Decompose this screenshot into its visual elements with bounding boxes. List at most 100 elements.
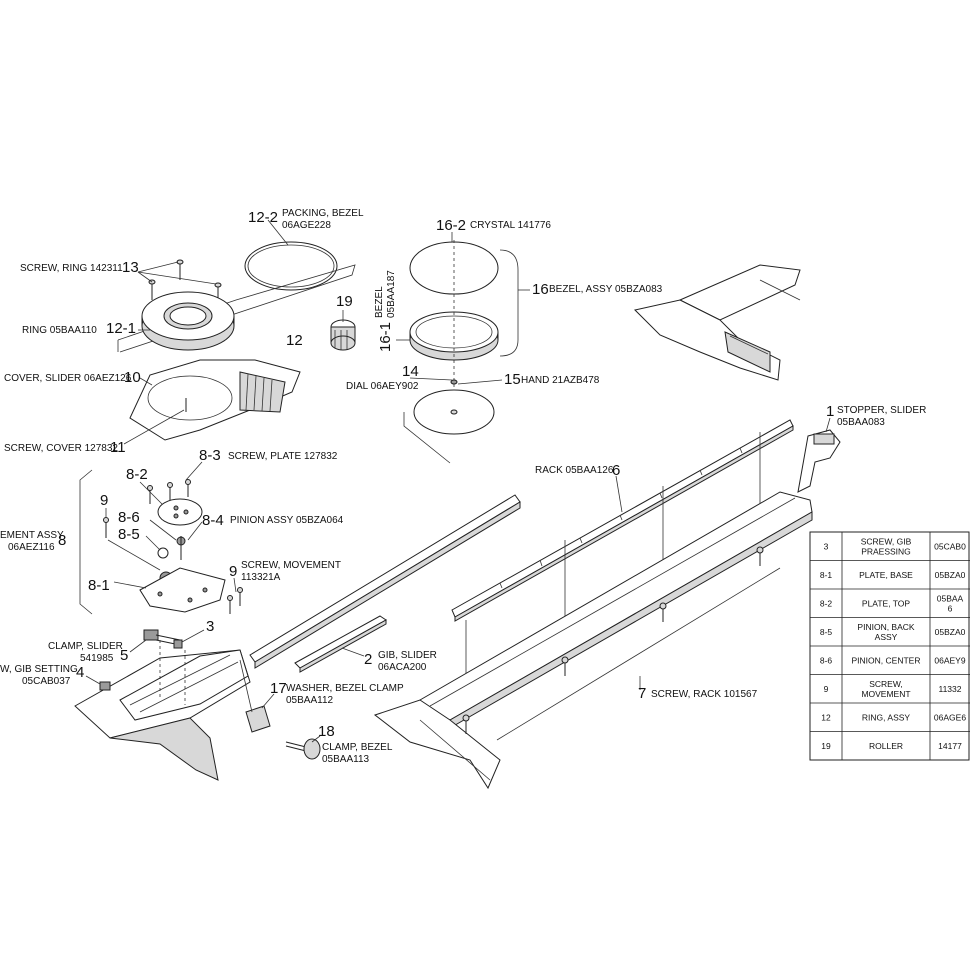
callout-12-1: RING 05BAA110 12-1 bbox=[22, 320, 150, 337]
callout-number: 15 bbox=[504, 371, 521, 388]
plate-top-part bbox=[157, 498, 203, 526]
callout-number: 8 bbox=[58, 532, 66, 549]
callout-4: W, GIB SETTING 05CAB037 4 bbox=[0, 664, 101, 687]
callout-text: 113321A bbox=[241, 572, 281, 583]
callout-text: RACK 05BAA126 bbox=[535, 465, 614, 476]
roller-part bbox=[330, 319, 356, 351]
cover-slider-part bbox=[129, 359, 301, 441]
callout-number: 2 bbox=[364, 651, 372, 668]
callout-text: W, GIB SETTING bbox=[0, 664, 78, 675]
screw-rack-part bbox=[462, 546, 764, 734]
plate-base-part bbox=[139, 567, 226, 613]
callout-text: STOPPER, SLIDER bbox=[837, 405, 926, 416]
table-cell-name: RING, ASSY bbox=[862, 712, 911, 722]
table-cell-no: 19 bbox=[821, 741, 831, 751]
screw-gib-part bbox=[99, 639, 183, 691]
callout-7: 7 SCREW, RACK 101567 bbox=[638, 676, 758, 702]
callout-2: 2 GIB, SLIDER 06ACA200 bbox=[341, 647, 437, 673]
callout-number: 8-2 bbox=[126, 466, 148, 483]
table-cell-name: PRAESSING bbox=[861, 546, 911, 556]
callout-text: 05CAB037 bbox=[22, 676, 71, 687]
table-cell-no: 8-1 bbox=[820, 570, 833, 580]
scale-jaw-part bbox=[373, 699, 501, 790]
callout-number: 6 bbox=[612, 462, 620, 479]
table-cell-name: PINION, CENTER bbox=[852, 655, 921, 665]
table-cell-code: 6 bbox=[948, 603, 953, 613]
rack-part bbox=[451, 419, 794, 622]
callout-text: SCREW, RING 142311 bbox=[20, 263, 123, 274]
callout-12-2: 12-2 PACKING, BEZEL 06AGE228 bbox=[248, 208, 364, 246]
callout-16: 16 BEZEL, ASSY 05BZA083 bbox=[518, 281, 663, 298]
callout-number: 16-1 bbox=[377, 322, 394, 352]
callout-number: 16 bbox=[532, 281, 549, 298]
table-cell-no: 3 bbox=[824, 541, 829, 551]
callout-text: HAND 21AZB478 bbox=[521, 375, 600, 386]
table-cell-code: 11332 bbox=[938, 684, 961, 694]
callout-number: 7 bbox=[638, 685, 646, 702]
callout-text: CLAMP, SLIDER bbox=[48, 641, 123, 652]
callout-number: 14 bbox=[402, 363, 419, 380]
table-cell-no: 8-2 bbox=[820, 598, 833, 608]
table-cell-no: 8-5 bbox=[820, 627, 833, 637]
callout-number: 13 bbox=[122, 259, 139, 276]
callout-layer: 12-2 PACKING, BEZEL 06AGE228 SCREW, RING… bbox=[0, 208, 926, 765]
callout-11: SCREW, COVER 127832 11 bbox=[4, 409, 185, 456]
table-cell-name: PLATE, TOP bbox=[862, 598, 911, 608]
callout-13: SCREW, RING 142311 13 bbox=[20, 259, 217, 285]
callout-text: BEZEL bbox=[374, 286, 385, 318]
table-cell-no: 8-6 bbox=[820, 655, 833, 665]
callout-8-4: 8-4 PINION ASSY 05BZA064 bbox=[187, 512, 344, 541]
callout-text: SCREW, RACK 101567 bbox=[651, 689, 758, 700]
main-beam-part bbox=[249, 494, 521, 669]
callout-number: 19 bbox=[336, 293, 353, 310]
screw-ring-part bbox=[148, 259, 222, 303]
callout-8-5: 8-5 bbox=[118, 526, 161, 551]
callout-number: 12 bbox=[286, 332, 303, 349]
callout-17: 17 WASHER, BEZEL CLAMP 05BAA112 bbox=[261, 680, 404, 709]
callout-19: 19 bbox=[336, 293, 353, 322]
callout-8-2: 8-2 bbox=[126, 466, 163, 505]
callout-18: 18 CLAMP, BEZEL 05BAA113 bbox=[311, 723, 393, 765]
callout-number: 8-5 bbox=[118, 526, 140, 543]
ring-part bbox=[141, 291, 235, 351]
dial-part bbox=[413, 389, 495, 435]
callout-number: 4 bbox=[76, 664, 84, 681]
callout-number: 11 bbox=[110, 439, 126, 456]
slider-body-part bbox=[74, 649, 251, 781]
callout-text: 05BAA112 bbox=[286, 695, 334, 706]
callout-number: 5 bbox=[120, 647, 128, 664]
callout-8-3: 8-3 SCREW, PLATE 127832 bbox=[185, 447, 338, 481]
callout-number: 10 bbox=[124, 369, 141, 386]
callout-text: 541985 bbox=[80, 653, 114, 664]
callout-text: COVER, SLIDER 06AEZ126 bbox=[4, 373, 132, 384]
screw-plate-part bbox=[147, 479, 191, 504]
table-cell-name: ROLLER bbox=[869, 741, 903, 751]
hand-part bbox=[450, 379, 458, 385]
callout-9-right: 9 SCREW, MOVEMENT 113321A bbox=[229, 560, 341, 593]
callout-1: 1 STOPPER, SLIDER 05BAA083 bbox=[825, 403, 926, 433]
callout-number: 12-2 bbox=[248, 209, 278, 226]
callout-text: DIAL 06AEY902 bbox=[346, 381, 419, 392]
callout-8-6: 8-6 bbox=[118, 509, 177, 541]
table-cell-name: PINION, BACK bbox=[857, 622, 914, 632]
packing-bezel-part bbox=[244, 241, 338, 291]
callout-8-1: 8-1 bbox=[88, 577, 147, 594]
table-cell-name: SCREW, GIB bbox=[861, 536, 912, 546]
table-cell-code: 05BZA0 bbox=[935, 570, 966, 580]
callout-3: 3 bbox=[181, 618, 214, 643]
callout-15: 15 HAND 21AZB478 bbox=[457, 371, 600, 388]
crystal-part bbox=[409, 241, 499, 295]
caliper-inset-sketch bbox=[634, 264, 801, 381]
table-cell-code: 05BZA0 bbox=[935, 627, 966, 637]
callout-text: 05BAA083 bbox=[837, 417, 885, 428]
callout-text: SCREW, COVER 127832 bbox=[4, 443, 118, 454]
callout-12: 12 bbox=[286, 332, 303, 349]
callout-text: 06ACA200 bbox=[378, 662, 427, 673]
callout-text: CRYSTAL 141776 bbox=[470, 220, 551, 231]
callout-text: GIB, SLIDER bbox=[378, 650, 437, 661]
callout-5: CLAMP, SLIDER 541985 5 bbox=[48, 639, 147, 664]
table-cell-name: SCREW, bbox=[869, 679, 903, 689]
callout-16-2: 16-2 CRYSTAL 141776 bbox=[436, 217, 551, 242]
callout-8: EMENT ASSY 06AEZ116 8 bbox=[0, 530, 66, 553]
